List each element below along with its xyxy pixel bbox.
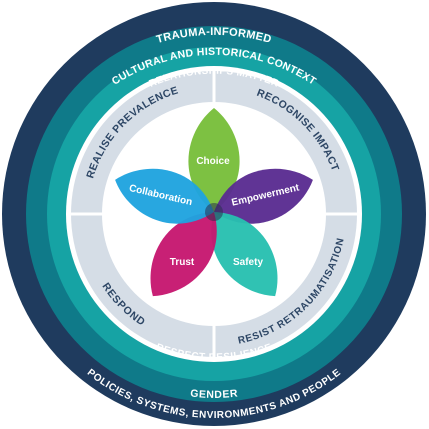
petal-collaboration [115,168,214,224]
petal-safety-shape [211,212,278,297]
petal-safety [211,212,278,297]
petal-label-choice: Choice [196,156,230,167]
petal-empowerment [214,168,313,224]
petal-choice [188,108,240,212]
petal-label-trust: Trust [170,257,195,268]
petal-center [205,203,223,221]
ring-label-gender: GENDER [190,388,239,402]
petal-collaboration-shape [115,168,214,224]
petal-trust-shape [150,212,217,297]
petal-trust [150,212,217,297]
petal-choice-shape [188,108,240,212]
petal-label-safety: Safety [233,257,263,268]
petal-empowerment-shape [214,168,313,224]
